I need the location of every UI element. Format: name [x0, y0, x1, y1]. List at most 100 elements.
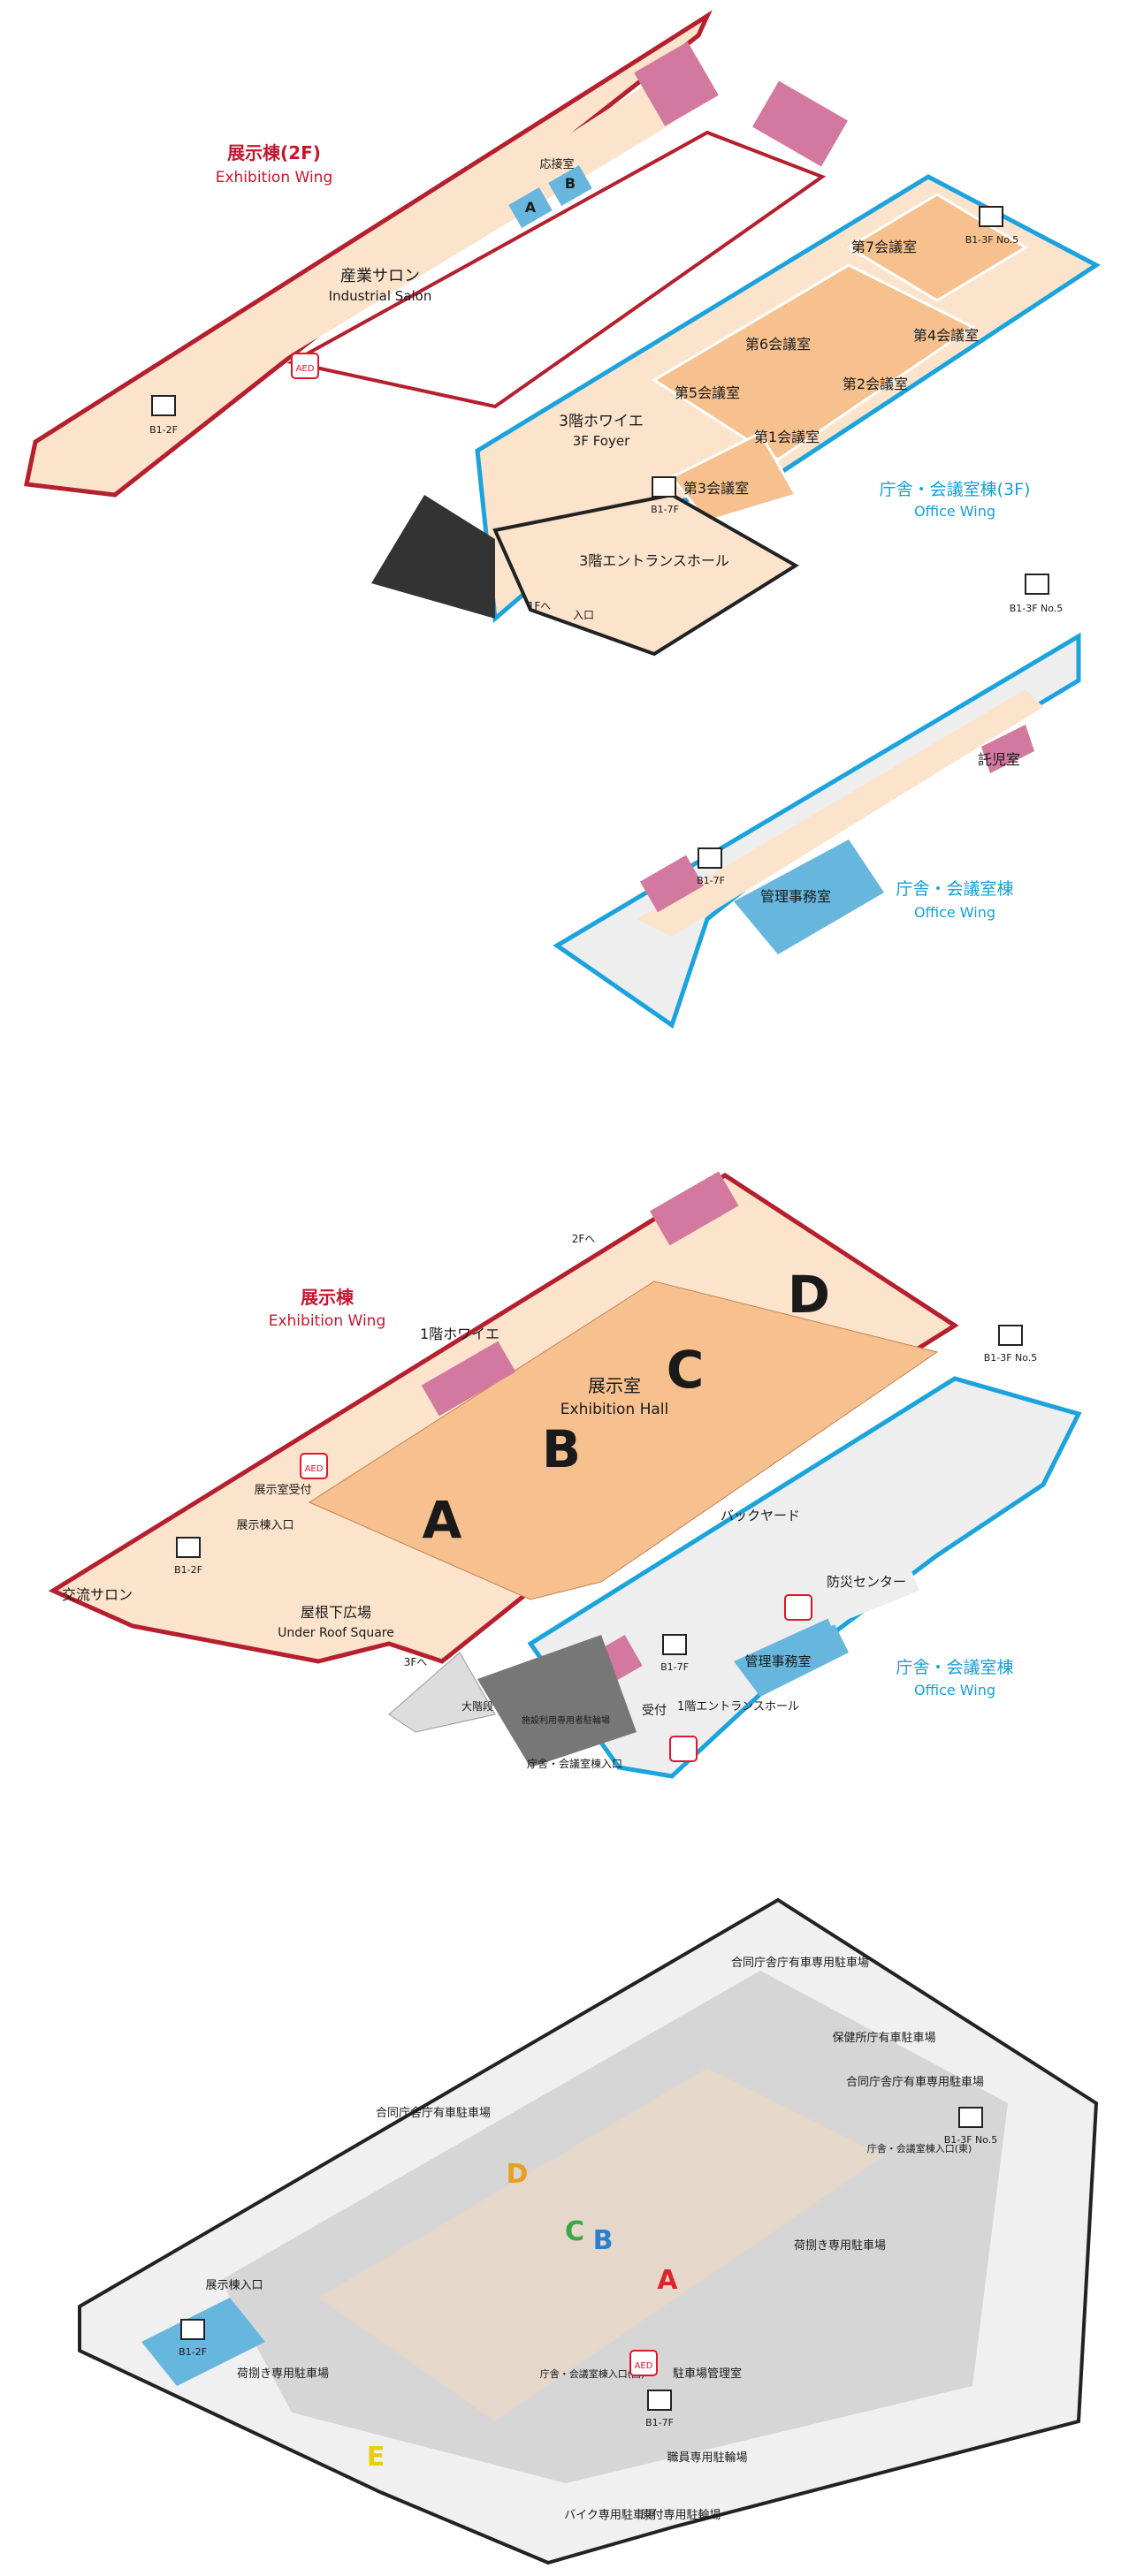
zone-e: E [367, 2442, 385, 2473]
svg-text:AED: AED [635, 2361, 653, 2371]
office-wing-2f-jp: 庁舎・会議室棟 [896, 879, 1013, 899]
parking-office: 駐車場管理室 [673, 2367, 742, 2381]
childcare-label: 託児室 [978, 751, 1020, 768]
elevator-b1-2f-1f: B1-2F [174, 1564, 202, 1576]
svg-text:AED: AED [305, 1464, 324, 1474]
floor-3f: 展示棟(2F) Exhibition Wing 産業サロン Industrial… [23, 10, 1101, 657]
exhibition-wing-1f-jp: 展示棟 [301, 1287, 355, 1308]
management-2f-label: 管理事務室 [760, 888, 831, 905]
to-1f-label: 1Fへ [528, 600, 552, 612]
entrance-3f-label: 入口 [573, 609, 594, 621]
office-wing-2f-corridor [637, 689, 1043, 937]
elevator-icon [180, 2107, 983, 2411]
staff-bicycle: 職員専用駐輪場 [667, 2451, 747, 2465]
meeting-room-7: 第7会議室 [851, 239, 917, 255]
exhibition-hall-1f [308, 1280, 939, 1600]
under-roof-jp: 屋根下広場 [301, 1604, 371, 1621]
zone-a: A [657, 2265, 678, 2296]
courtyard-3f [286, 130, 827, 409]
grand-stairs-label: 大階段 [461, 1699, 493, 1713]
foyer-1f: 1階ホワイエ [420, 1326, 499, 1342]
exhibition-entrance-1f: 展示棟入口 [236, 1519, 294, 1532]
toilet-3f-b [752, 80, 848, 167]
elevator-b1-7f-b1: B1-7F [645, 2417, 674, 2428]
office-entrance-east: 庁舎・会議室棟入口(東) [867, 2142, 972, 2154]
hall-b: B [542, 1419, 581, 1479]
toilet-2f [640, 855, 704, 913]
toilet-1f-a [421, 1341, 516, 1417]
grand-stairs-1f [388, 1652, 496, 1733]
hall-c: C [667, 1340, 705, 1400]
office-wing-3f-jp: 庁舎・会議室棟(3F) [880, 480, 1031, 499]
elevator-b1-3f-no5-3f: B1-3F No.5 [965, 234, 1019, 246]
disaster-center [813, 1546, 919, 1626]
zone-d: D [507, 2159, 529, 2190]
elevator-b1-3f-no5-1f: B1-3F No.5 [984, 1352, 1038, 1364]
entrance-hall-3f [492, 492, 799, 657]
elevator-b1-3f-no5-2f: B1-3F No.5 [1010, 603, 1064, 614]
meeting-room-4: 第4会議室 [913, 327, 979, 344]
bike-parking: バイク専用駐車場 [564, 2509, 656, 2522]
parking-b1-zone-area [318, 2068, 884, 2421]
gov-vehicle-parking-top: 合同庁舎庁有車専用駐車場 [731, 1957, 869, 1970]
disaster-center-label: 防災センター [827, 1574, 906, 1590]
office-wing-1f-jp: 庁舎・会議室棟 [896, 1658, 1013, 1677]
management-office-2f [734, 840, 884, 954]
industrial-salon-en: Industrial Salon [329, 288, 432, 304]
exhibition-corridor-inner [62, 80, 672, 460]
aed-icon: AED [629, 2350, 658, 2376]
salon-label: 交流サロン [62, 1586, 133, 1603]
office-wing-1f-area [527, 1376, 1082, 1779]
meeting-room-5: 第5会議室 [675, 384, 740, 401]
backyard-label: バックヤード [721, 1508, 800, 1524]
elevator-icon [176, 1325, 1023, 1655]
elevator-b1-2f-3f: B1-2F [149, 424, 178, 436]
entrance-blue-b1 [141, 2298, 265, 2386]
management-office-1f [734, 1617, 849, 1697]
childcare-room [981, 725, 1034, 773]
exhibition-wing-3f-jp: 展示棟(2F) [227, 142, 321, 163]
hall-a: A [423, 1490, 462, 1550]
exhibition-wing-1f-en: Exhibition Wing [269, 1312, 386, 1330]
bicycle-parking-label: 施設利用専用者駐輪場 [522, 1714, 610, 1726]
exhibition-wing-3f-en: Exhibition Wing [216, 169, 333, 186]
aed-icon: AED [300, 1453, 812, 1762]
reception-room-label: 応接室 [539, 157, 574, 171]
office-entrance-west: 庁舎・会議室棟入口(西) [540, 2367, 645, 2380]
industrial-salon-jp: 産業サロン [340, 267, 420, 285]
hall-d: D [788, 1265, 830, 1325]
management-1f-label: 管理事務室 [744, 1653, 811, 1669]
elevator-icon [151, 206, 1003, 498]
office-wing-3f-en: Office Wing [914, 503, 995, 520]
elevator-b1-7f-3f: B1-7F [651, 504, 679, 515]
gov-vehicle-parking-right: 合同庁舎庁有車専用駐車場 [846, 2076, 984, 2089]
under-roof-en: Under Roof Square [278, 1626, 394, 1640]
hall-jp: 展示室 [588, 1375, 641, 1396]
elevator-b1-2f-b1: B1-2F [179, 2346, 207, 2358]
hall-en: Exhibition Hall [560, 1401, 668, 1418]
loading-parking-left: 荷捌き専用駐車場 [237, 2367, 329, 2381]
svg-text:AED: AED [296, 364, 315, 374]
toilet-1f-b [650, 1171, 739, 1246]
meeting-room-block [652, 263, 975, 461]
aed-icon: AED [291, 353, 319, 379]
stairs-3f [371, 495, 495, 619]
bicycle-parking-1f [477, 1635, 637, 1767]
entrance-hall-1f-label: 1階エントランスホール [677, 1700, 799, 1714]
floor-1f: 展示棟 Exhibition Wing A B C D 展示室 Exhibiti… [48, 1171, 1082, 1779]
elevator-b1-7f-2f: B1-7F [697, 875, 725, 886]
exhibition-entrance-b1: 展示棟入口 [205, 2279, 263, 2292]
office-wing-1f-en: Office Wing [914, 1682, 995, 1698]
reception-room-a-label: A [525, 199, 537, 216]
foyer-3f-jp: 3階ホワイエ [559, 413, 644, 430]
loading-parking-right: 荷捌き専用駐車場 [794, 2238, 886, 2253]
office-wing-2f-en: Office Wing [914, 904, 995, 921]
to-2f-label: 2Fへ [572, 1233, 596, 1245]
elevator-icon [698, 574, 1049, 869]
office-entrance-1f: 庁舎・会議室棟入口 [527, 1757, 622, 1770]
entrance-hall-3f-label: 3階エントランスホール [579, 552, 729, 569]
floor-b1: D C B A E 合同庁舎庁有車専用駐車場 保健所庁有車駐車場 合同庁舎庁有車… [78, 1897, 1099, 2565]
floor-2f: 託児室 管理事務室 庁舎・会議室棟 Office Wing B1-3F No.5… [553, 574, 1081, 1029]
reception-room-b-label: B [565, 175, 576, 192]
